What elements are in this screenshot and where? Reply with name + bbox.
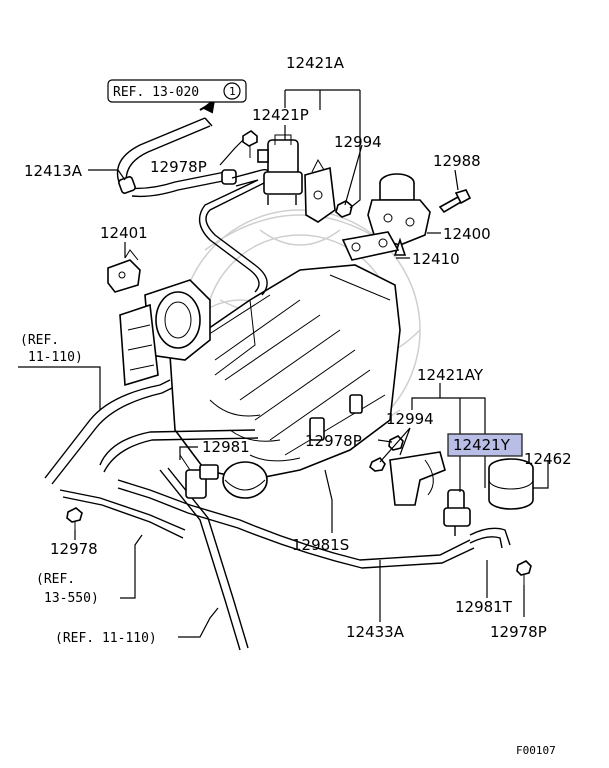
bracket-12994-mid [369, 451, 446, 506]
callout-12421AY[interactable]: 12421AY [417, 366, 484, 384]
highlight-12421Y [447, 433, 523, 457]
callout-12413A[interactable]: 12413A [24, 162, 83, 180]
labels: REF. 13-020 1 12421A 12421P 12994 12988 … [20, 54, 572, 757]
callout-12978P-mid[interactable]: 12978P [305, 432, 362, 450]
ref-13-550-line2[interactable]: 13-550) [44, 591, 99, 606]
bracket-12421A [304, 158, 336, 223]
hose-12413A [116, 117, 237, 198]
solenoid-12421Y [443, 489, 471, 536]
ref-13-550-line1[interactable]: (REF. [36, 572, 75, 587]
bolt-12978P-top [242, 130, 258, 158]
hose-upper-vacuum [198, 169, 272, 296]
intake-manifold [119, 264, 401, 481]
filter-12462 [488, 458, 534, 510]
bracket-12401 [107, 249, 141, 293]
ref-11-110-top-line2[interactable]: 11-110) [28, 350, 83, 365]
callout-12978P-top[interactable]: 12978P [150, 158, 207, 176]
callout-12462[interactable]: 12462 [524, 450, 572, 468]
callout-12400[interactable]: 12400 [443, 225, 491, 243]
callout-12433A[interactable]: 12433A [346, 623, 405, 641]
solenoid-12421P [257, 134, 303, 205]
ref-11-110-bottom[interactable]: (REF. 11-110) [55, 631, 157, 646]
callout-12978[interactable]: 12978 [50, 540, 98, 558]
callout-12994-top[interactable]: 12994 [334, 133, 382, 151]
bolt-12978P-bot [516, 560, 532, 585]
callout-12410[interactable]: 12410 [412, 250, 460, 268]
callout-12421Y[interactable]: 12421Y [453, 436, 511, 454]
ref-13-020-circle-number: 1 [229, 85, 236, 98]
callout-12981T[interactable]: 12981T [455, 598, 513, 616]
callout-12401[interactable]: 12401 [100, 224, 148, 242]
callout-12421A[interactable]: 12421A [286, 54, 345, 72]
callout-12421P[interactable]: 12421P [252, 106, 309, 124]
callout-12981[interactable]: 12981 [202, 438, 250, 456]
hose-12981T [469, 527, 511, 549]
callout-12988[interactable]: 12988 [433, 152, 481, 170]
callout-12981S[interactable]: 12981S [292, 536, 349, 554]
solenoid-12981 [179, 454, 268, 499]
ref-13-020-box [107, 79, 247, 103]
ref-13-020-label[interactable]: REF. 13-020 [113, 85, 199, 100]
ref-11-110-top-line1[interactable]: (REF. [20, 333, 59, 348]
callout-12978P-bot[interactable]: 12978P [490, 623, 547, 641]
bolt-12988 [438, 189, 472, 214]
figure-code: F00107 [516, 744, 556, 757]
gasket-12410 [341, 231, 400, 261]
nut-12994-top [335, 200, 353, 218]
callout-12994-mid[interactable]: 12994 [386, 410, 434, 428]
bolt-12978 [66, 507, 83, 530]
leader-lines [18, 89, 549, 638]
